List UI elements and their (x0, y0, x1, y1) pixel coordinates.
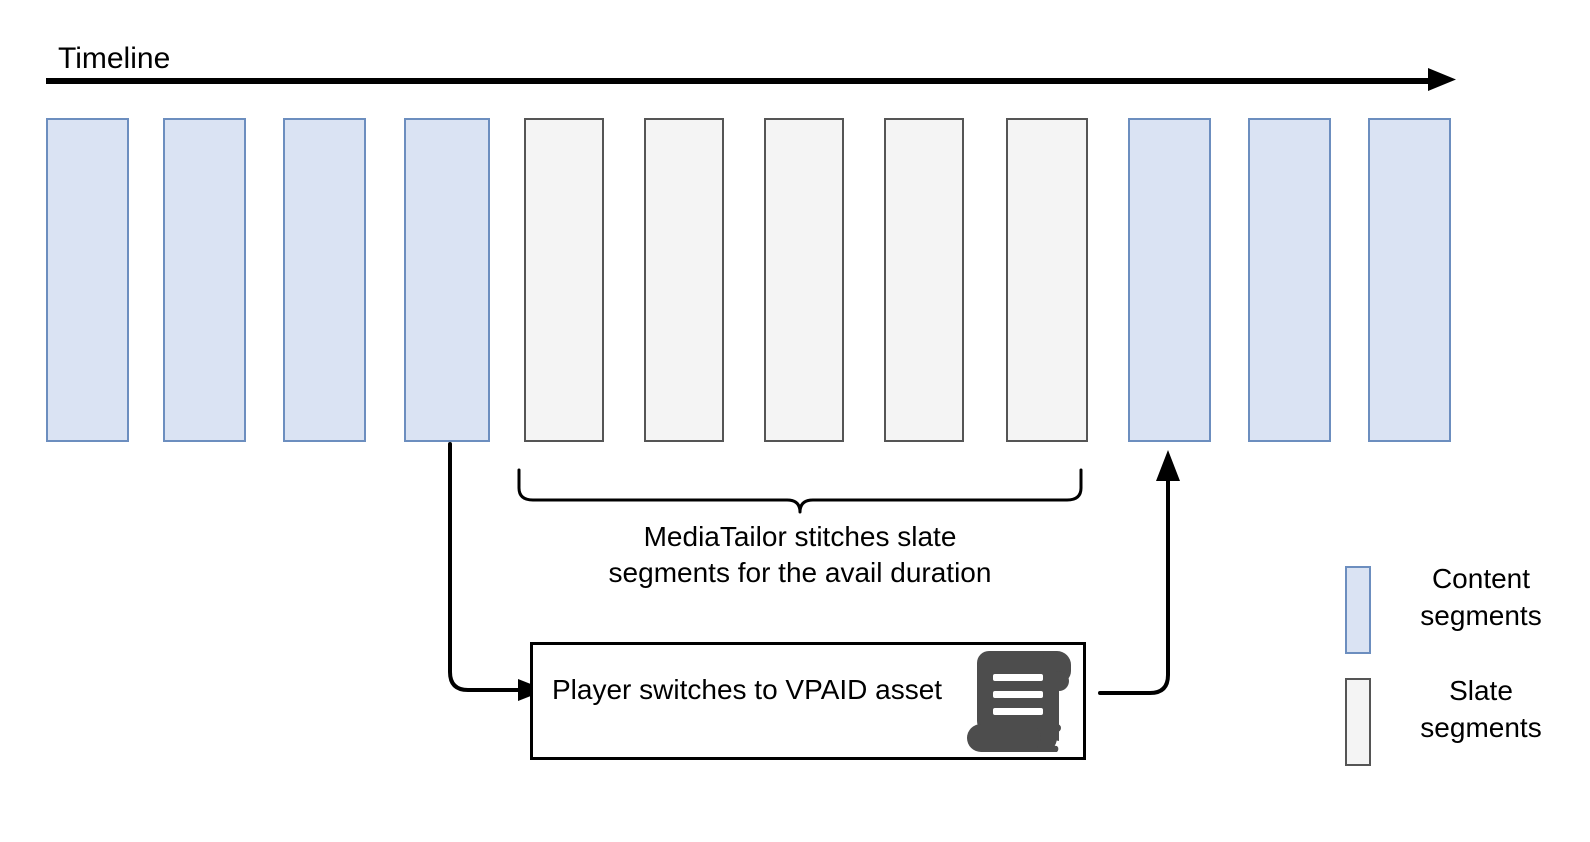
segment-content-1 (46, 118, 129, 442)
segment-content-12 (1368, 118, 1451, 442)
legend-label-slate: Slate segments (1371, 672, 1585, 746)
segment-content-11 (1248, 118, 1331, 442)
callout-text: Player switches to VPAID asset (552, 674, 943, 705)
arrow-callout-to-content-icon (1098, 450, 1180, 695)
legend-item-content: Content segments (1345, 560, 1585, 654)
brace-caption-line-1: MediaTailor stitches slate (643, 521, 957, 552)
legend-label-line-1: Slate (1449, 675, 1513, 706)
legend-item-slate: Slate segments (1345, 672, 1585, 766)
timeline-axis-arrow-icon (46, 68, 1456, 91)
segment-content-10 (1128, 118, 1211, 442)
segment-slate-9 (1006, 118, 1088, 442)
segment-content-2 (163, 118, 246, 442)
segment-slate-6 (644, 118, 724, 442)
legend-label-content: Content segments (1371, 560, 1585, 634)
segment-slate-5 (524, 118, 604, 442)
brace-caption-line-2: segments for the avail duration (608, 557, 992, 588)
legend-label-line-2: segments (1420, 712, 1542, 743)
legend-label-line-1: Content (1431, 563, 1531, 594)
curly-brace-icon (517, 468, 1083, 514)
timeline-label: Timeline (58, 42, 171, 75)
segment-slate-8 (884, 118, 964, 442)
scroll-document-icon (967, 651, 1071, 752)
legend-label-line-2: segments (1420, 600, 1542, 631)
segment-content-4 (404, 118, 490, 442)
legend-swatch-slate (1345, 678, 1371, 766)
segment-slate-7 (764, 118, 844, 442)
brace-caption: MediaTailor stitches slate segments for … (520, 519, 1080, 591)
segment-content-3 (283, 118, 366, 442)
legend-swatch-content (1345, 566, 1371, 654)
